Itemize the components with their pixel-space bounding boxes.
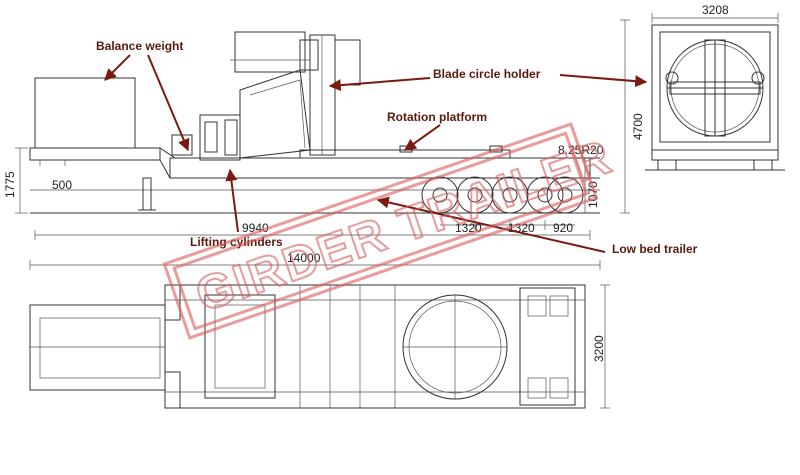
dim-rear-overhang: 920 bbox=[553, 221, 573, 235]
dim-gooseneck: 500 bbox=[52, 178, 72, 192]
balance-weight-block bbox=[34, 77, 136, 149]
plan-view bbox=[29, 284, 610, 409]
dim-total-length: 14000 bbox=[287, 251, 321, 265]
dim-height-total: 4700 bbox=[631, 113, 645, 140]
front-view bbox=[645, 13, 785, 171]
side-view bbox=[15, 19, 630, 270]
label-rotation-platform: Rotation platform bbox=[387, 110, 487, 124]
arrow-lifting-cylinders bbox=[225, 168, 239, 233]
arrow-rotation-platform bbox=[404, 124, 441, 151]
arrow-balance-weight bbox=[104, 54, 131, 81]
arrow-blade-circle-holder bbox=[328, 77, 431, 92]
plan-deck bbox=[164, 284, 586, 409]
dim-plan-width: 3200 bbox=[592, 335, 606, 362]
arrow-balance-weight-2 bbox=[147, 54, 190, 152]
dim-front-width: 3208 bbox=[702, 3, 729, 17]
arrow-blade-circle-holder-front bbox=[559, 74, 648, 88]
label-balance-weight: Balance weight bbox=[96, 39, 183, 53]
label-low-bed-trailer: Low bed trailer bbox=[612, 242, 698, 256]
dim-left-height: 1775 bbox=[3, 171, 17, 198]
label-blade-circle-holder: Blade circle holder bbox=[433, 67, 541, 81]
